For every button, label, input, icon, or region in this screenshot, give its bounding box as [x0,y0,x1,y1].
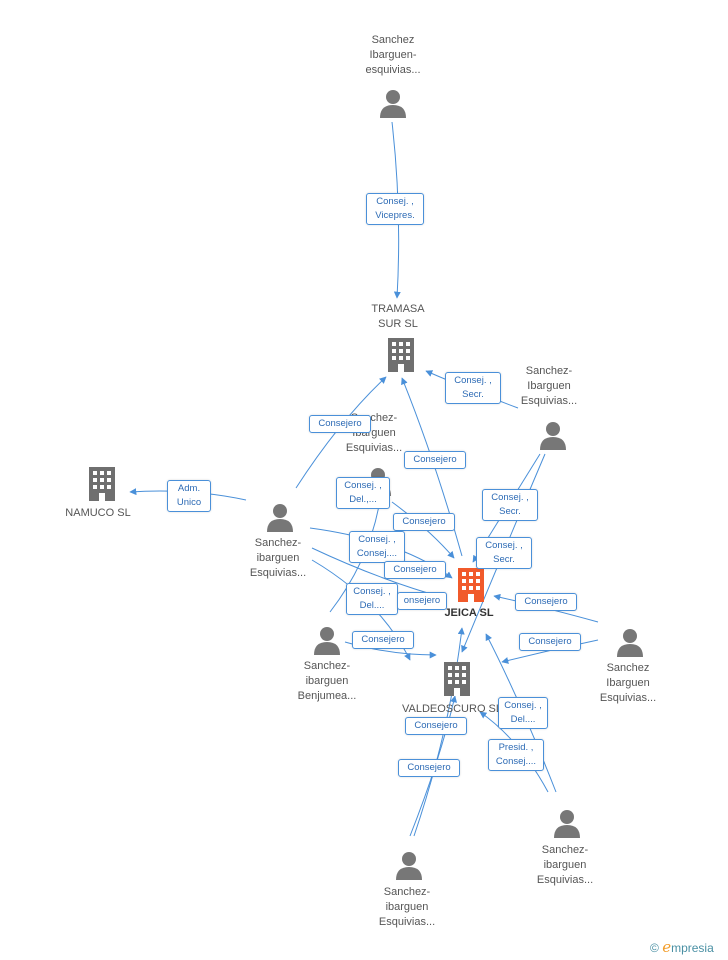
building-icon-tramasa[interactable] [386,338,416,377]
person-icon-benjumea[interactable] [313,625,341,660]
person-icon-right-upper[interactable] [539,420,567,455]
role-label-r2[interactable]: Consej. ,Secr. [445,372,501,404]
building-icon-namuco[interactable] [87,467,117,506]
person-icon-bottom[interactable] [395,850,423,885]
building-icon-jeica[interactable] [456,568,486,607]
node-label-jeica[interactable]: JEICA SL [444,607,494,619]
role-label-r13[interactable]: onsejero [397,592,447,610]
role-label-r1[interactable]: Consej. ,Vicepres. [366,193,424,225]
footer-brand[interactable]: © empresia [650,938,714,956]
person-icon-right[interactable] [616,627,644,662]
role-label-r7[interactable]: Consej. ,Secr. [482,489,538,521]
role-label-r10[interactable]: Consej. ,Secr. [476,537,532,569]
role-label-r9[interactable]: Consej. ,Consej.... [349,531,405,563]
node-label-valdeoscuro[interactable]: VALDEOSCURO SL [401,703,503,715]
role-label-r11[interactable]: Consejero [384,561,446,579]
role-label-r18[interactable]: Consej. ,Del.... [498,697,548,729]
role-label-r16[interactable]: Consejero [519,633,581,651]
role-label-r19[interactable]: Presid. ,Consej.... [488,739,544,771]
person-icon-top[interactable] [379,88,407,123]
role-label-r3[interactable]: Consejero [309,415,371,433]
role-label-r5[interactable]: Adm.Unico [167,480,211,512]
role-label-r6[interactable]: Consej. ,Del.,... [336,477,390,509]
copyright-icon: © [650,941,659,955]
node-label-namuco[interactable]: NAMUCO SL [65,507,131,519]
brand-name: mpresia [671,941,714,955]
role-label-r20[interactable]: Consejero [398,759,460,777]
role-label-r15[interactable]: Consejero [352,631,414,649]
role-label-r4[interactable]: Consejero [404,451,466,469]
role-label-r14[interactable]: Consejero [515,593,577,611]
building-icon-valdeoscuro[interactable] [442,662,472,701]
role-label-r8[interactable]: Consejero [393,513,455,531]
role-label-r17[interactable]: Consejero [405,717,467,735]
brand-initial: e [662,938,672,956]
person-icon-bottom-right[interactable] [553,808,581,843]
person-icon-left[interactable] [266,502,294,537]
role-label-r12[interactable]: Consej. ,Del.... [346,583,398,615]
